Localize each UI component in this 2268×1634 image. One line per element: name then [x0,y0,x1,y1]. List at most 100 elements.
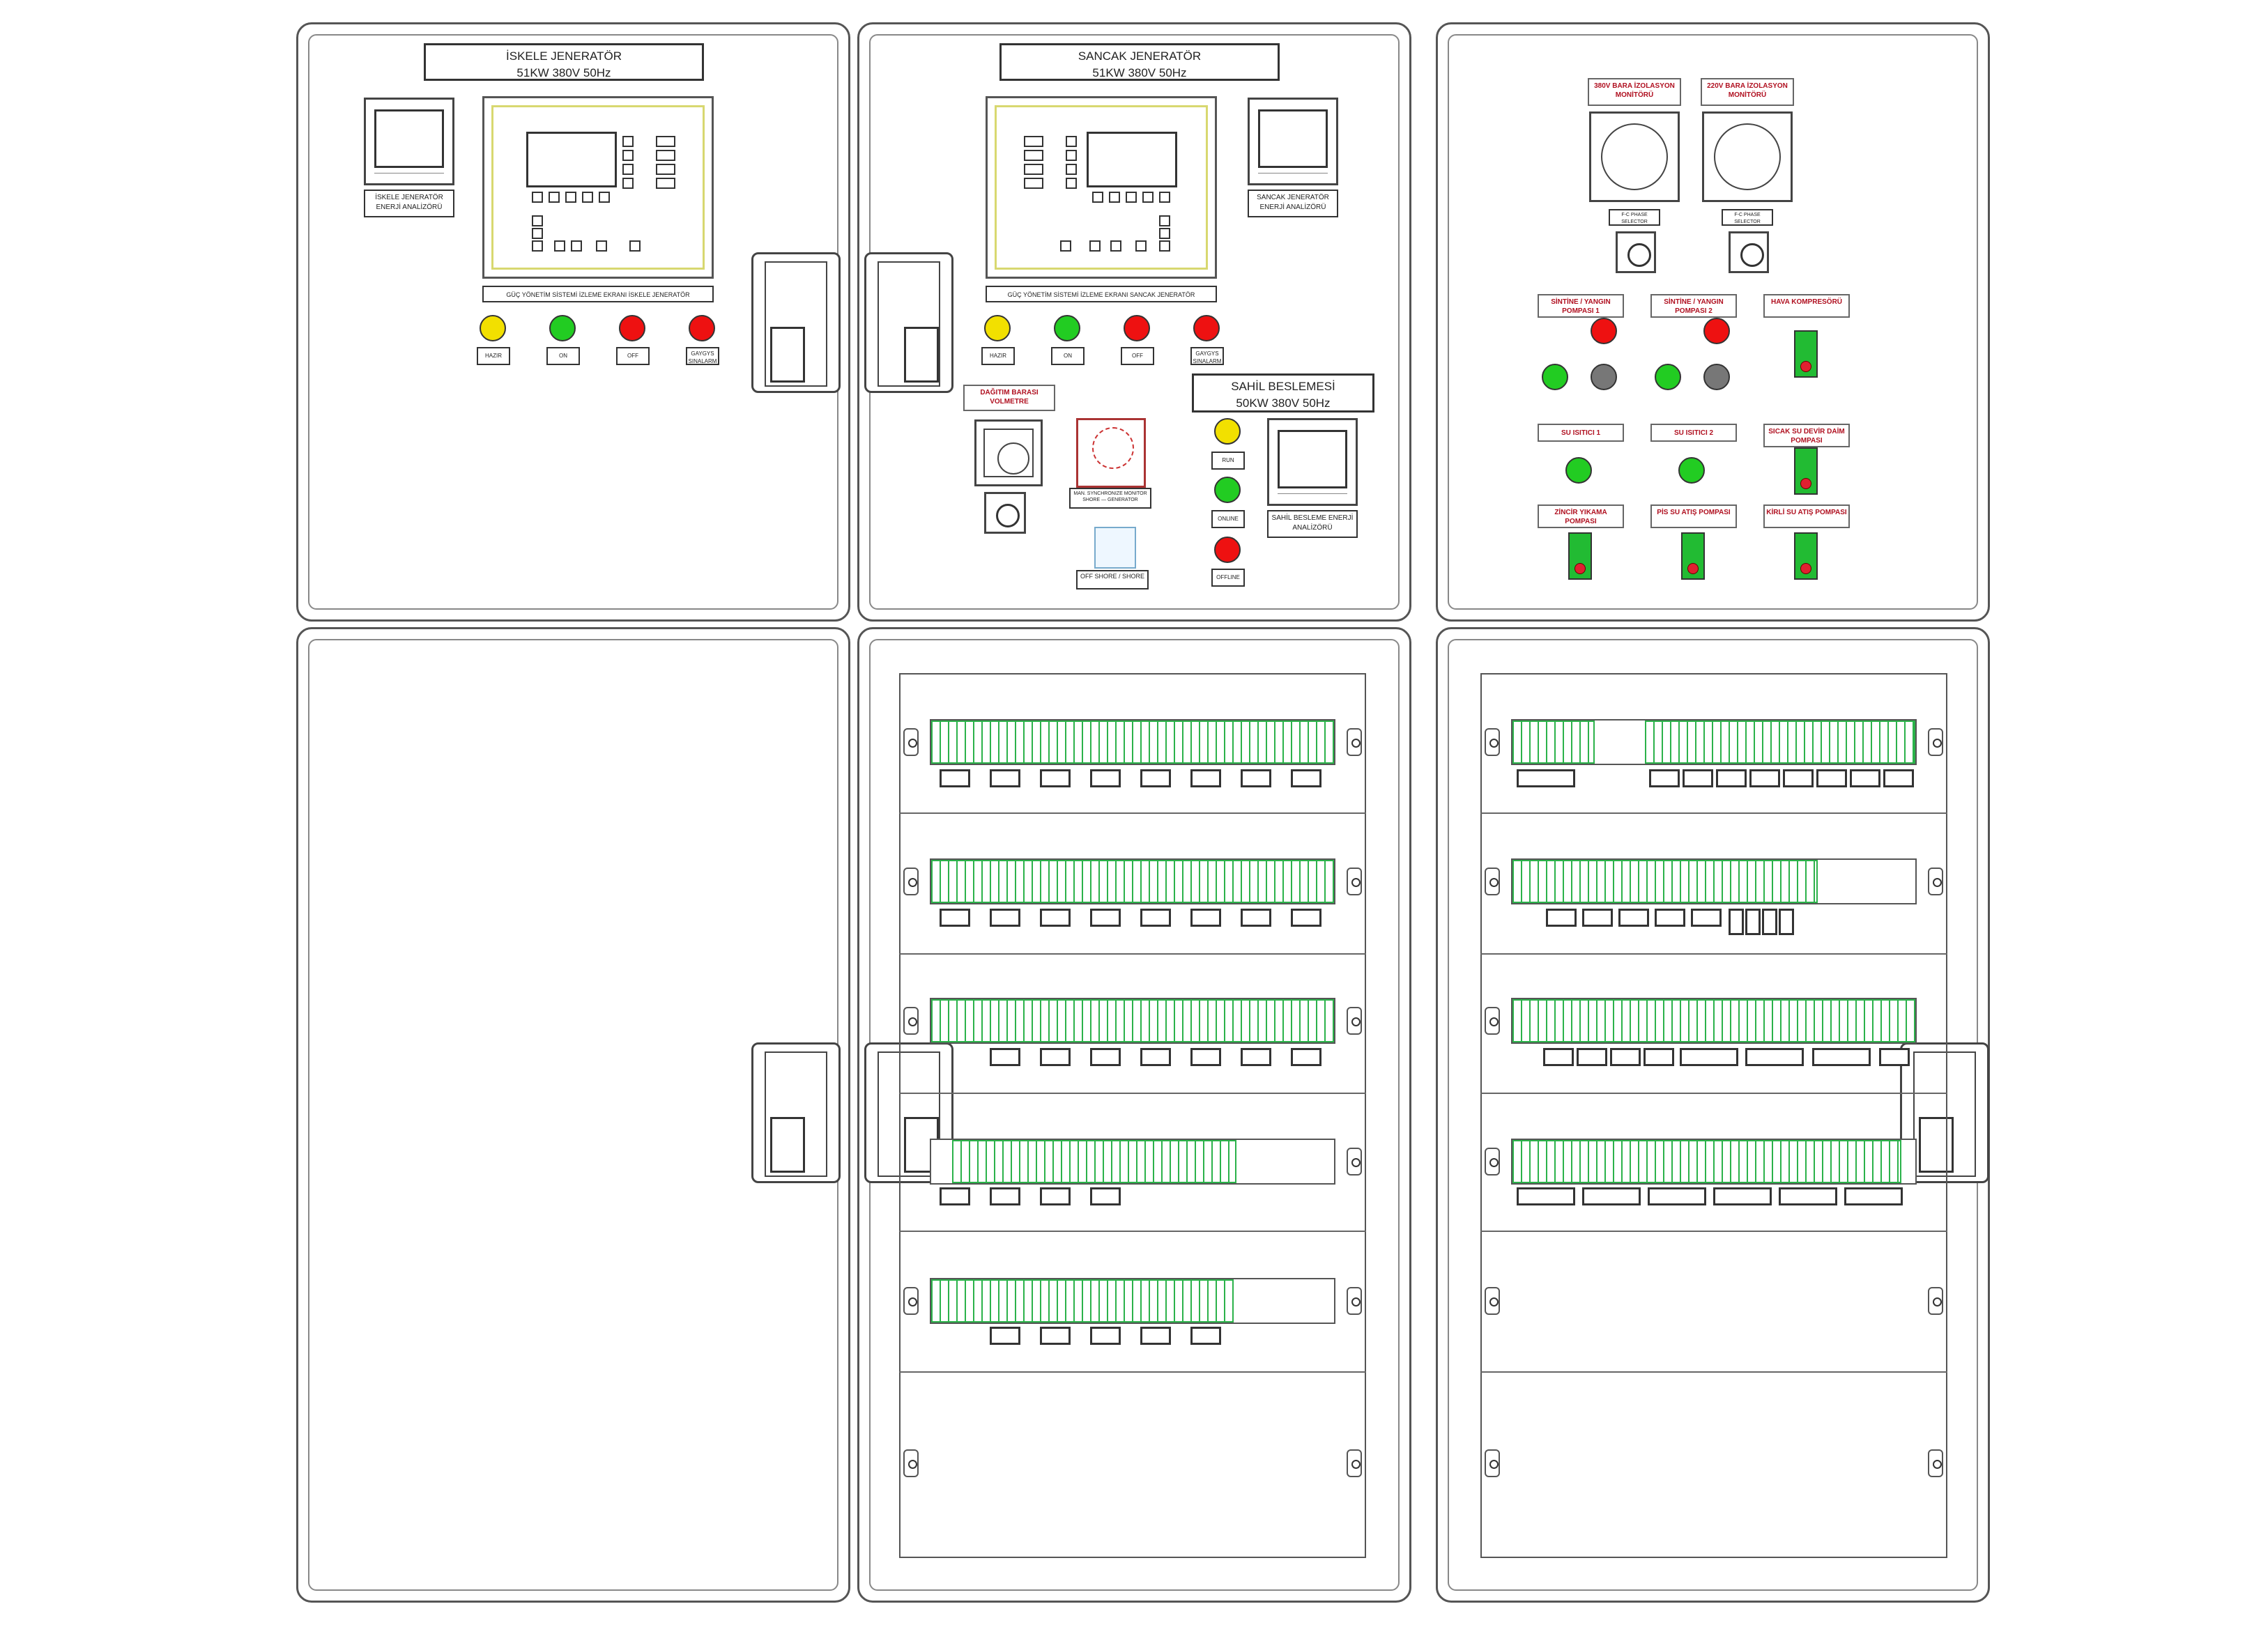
port-lower-door-handle[interactable] [751,1042,841,1183]
stbd-breaker-group-5[interactable] [931,1279,1234,1323]
port-off-label: OFF [616,347,650,365]
stbd-breaker-group-1[interactable] [931,720,1334,764]
stbd-card-slot [1140,1327,1171,1345]
stbd-on-lamp [1054,315,1080,341]
stbd-upper-door-handle[interactable] [864,252,953,393]
shore-supply-title-line2: 50KW 380V 50Hz [1236,396,1331,410]
port-pms-label: GÜÇ YÖNETİM SİSTEMİ İZLEME EKRANI İSKELE… [482,286,714,302]
stbd-breaker-group-3[interactable] [931,999,1334,1042]
stbd-off-lamp [1124,315,1150,341]
stbd-ready-label: HAZIR [981,347,1015,365]
stbd-breaker-group-4[interactable] [952,1140,1236,1183]
dist-card-slot [1649,769,1680,787]
bilge-pump-2-alarm-lamp [1703,318,1730,344]
stbd-card-slot [990,1327,1020,1345]
stbd-bay-divider [899,1231,1366,1232]
air-compressor-switch[interactable] [1794,330,1818,378]
stbd-breaker-group-2[interactable] [931,860,1334,903]
port-alarm-lamp [689,315,715,341]
air-compressor-label: HAVA KOMPRESÖRÜ [1763,294,1850,318]
dist-row-5-left-screw [1485,1287,1500,1315]
shore-switch-label: OFF SHORE / SHORE [1076,570,1149,589]
dist-bay-divider [1480,1231,1947,1232]
stbd-ready-lamp [984,315,1011,341]
dist-bay-divider [1480,1093,1947,1094]
stbd-card-slot [1090,1048,1121,1066]
distribution-lower-panel [1436,627,1990,1603]
stbd-card-slot [990,1187,1020,1205]
dist-bay-divider [1480,953,1947,955]
stbd-bay-divider [899,812,1366,814]
dist-card-slot [1517,769,1575,787]
sewage-pump-label: PİS SU ATIŞ POMPASI [1650,504,1737,528]
stbd-rail-2-left-screw [903,868,919,895]
bus-voltmeter-selector[interactable] [984,492,1026,534]
dist-breaker-group-2[interactable] [1512,860,1818,903]
dist-card-slot [1716,769,1747,787]
port-generator-title-line2: 51KW 380V 50Hz [516,66,611,79]
shore-supply-title: SAHİL BESLEMESİ 50KW 380V 50Hz [1192,373,1374,413]
stbd-rail-5-right-screw [1347,1287,1362,1315]
dist-card-slot [1812,1048,1871,1066]
dist-breaker-group-1a[interactable] [1512,720,1595,764]
stbd-card-slot [1190,909,1221,927]
stbd-card-slot [1190,1048,1221,1066]
water-heater-2-lamp [1678,457,1705,484]
stbd-card-slot [990,909,1020,927]
shore-supply-title-line1: SAHİL BESLEMESİ [1231,380,1335,393]
dist-card-slot [1577,1048,1607,1066]
dist-breaker-bay [1480,673,1947,1558]
stbd-card-slot [990,1048,1020,1066]
dist-card-slot [1691,909,1722,927]
stbd-card-slot [1090,909,1121,927]
iso-380-phase-selector[interactable] [1616,231,1656,273]
dist-card-slot [1745,909,1761,935]
iso-220-phase-selector[interactable] [1729,231,1769,273]
dist-card-slot [1883,769,1914,787]
dist-card-slot [1648,1187,1706,1205]
dist-lower-door-handle[interactable] [1900,1042,1989,1183]
dist-card-slot [1762,909,1777,935]
port-upper-door-handle[interactable] [751,252,841,393]
dist-card-slot [1582,909,1613,927]
dist-card-slot [1582,1187,1641,1205]
dist-card-slot [1816,769,1847,787]
iso-380-monitor [1589,111,1680,202]
stbd-alarm-lamp [1193,315,1220,341]
dist-row-5-right-screw [1928,1287,1943,1315]
shore-offline-label: OFFLINE [1211,569,1245,587]
shore-run-label: RUN [1211,452,1245,470]
grey-water-pump-switch[interactable] [1794,532,1818,580]
stbd-card-slot [1190,769,1221,787]
port-off-lamp [619,315,645,341]
stbd-bay-divider [899,1371,1366,1373]
chain-wash-pump-label: ZİNCİR YIKAMA POMPASI [1538,504,1624,528]
stbd-card-slot [1291,769,1321,787]
dist-rail-2-left-screw [1485,868,1500,895]
iso-380-selector-label: F-C PHASE SELECTOR [1609,209,1660,226]
dist-card-slot [1783,769,1814,787]
stbd-rail-1-right-screw [1347,728,1362,756]
stbd-card-slot [1291,909,1321,927]
dist-breaker-group-3[interactable] [1512,999,1915,1042]
bilge-pump-1-alarm-lamp [1591,318,1617,344]
shore-switch[interactable] [1094,527,1136,569]
port-pms-controller [482,96,714,279]
dist-card-slot [1749,769,1780,787]
stbd-rail-3-left-screw [903,1007,919,1035]
dist-bay-divider [1480,1371,1947,1373]
iso-220-monitor [1702,111,1793,202]
shore-energy-analyzer-label: SAHİL BESLEME ENERJİ ANALİZÖRÜ [1267,510,1358,538]
sewage-pump-switch[interactable] [1681,532,1705,580]
water-heater-1-lamp [1565,457,1592,484]
dist-breaker-group-1b[interactable] [1645,720,1915,764]
iso-380-label: 380V BARA İZOLASYON MONİTÖRÜ [1588,78,1681,106]
hot-water-pump-switch[interactable] [1794,447,1818,495]
stbd-card-slot [990,769,1020,787]
iso-220-selector-label: F-C PHASE SELECTOR [1722,209,1773,226]
dist-card-slot [1546,909,1577,927]
stbd-card-slot [1241,1048,1271,1066]
dist-breaker-group-4[interactable] [1512,1140,1901,1183]
stbd-energy-analyzer-label: SANCAK JENERATÖR ENERJİ ANALİZÖRÜ [1248,190,1338,217]
chain-wash-pump-switch[interactable] [1568,532,1592,580]
